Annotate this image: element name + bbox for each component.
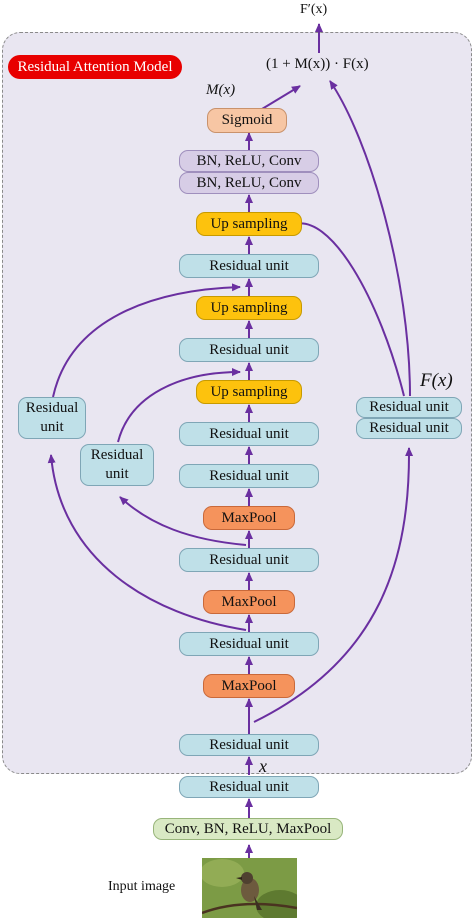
model-title-badge: Residual Attention Model [8,55,182,79]
residual-unit-box-5: Residual unit [179,548,319,572]
arrow-res5-to-inner-skip [119,496,247,546]
arrow-trunk-to-up1 [291,218,405,397]
skip-inner-label: Residual unit [90,447,144,482]
maxpool-box-2: MaxPool [203,590,295,614]
bn-relu-conv-box-1: BN, ReLU, Conv [179,150,319,172]
arrow-outer-skip-to-res1 [52,283,241,398]
arrow-sigmoid-to-combine [261,85,301,110]
residual-unit-box-2: Residual unit [179,338,319,362]
input-image-label: Input image [108,879,176,894]
sigmoid-box: Sigmoid [207,108,287,133]
arrow-inner-skip-to-res2 [117,368,241,443]
pre-residual-unit: Residual unit [179,776,319,798]
residual-unit-box-4: Residual unit [179,464,319,488]
skip-residual-unit-inner: Residual unit [80,444,154,486]
bird-photo [202,858,297,918]
skip-residual-unit-outer: Residual unit [18,397,86,439]
upsampling-box-2: Up sampling [196,296,302,320]
mask-label: M(x) [206,82,236,98]
residual-unit-box-1: Residual unit [179,254,319,278]
upsampling-box-1: Up sampling [196,212,302,236]
input-image [202,858,297,918]
trunk-residual-unit-b: Residual unit [356,418,462,439]
trunk-label: F(x) [420,370,453,391]
residual-unit-box-3: Residual unit [179,422,319,446]
arrow-x-to-trunk [253,447,414,723]
arrow-res6-to-outer-skip [47,454,247,631]
skip-outer-label: Residual unit [25,400,79,435]
bn-relu-conv-box-2: BN, ReLU, Conv [179,172,319,194]
upsampling-box-3: Up sampling [196,380,302,404]
combine-label: (1 + M(x)) · F(x) [266,56,369,72]
input-residual-unit: Residual unit [179,734,319,756]
trunk-residual-unit-a: Residual unit [356,397,462,418]
residual-unit-box-6: Residual unit [179,632,319,656]
maxpool-box-1: MaxPool [203,506,295,530]
arrow-trunk-to-combine [329,80,411,397]
maxpool-box-3: MaxPool [203,674,295,698]
x-label: x [259,756,267,776]
stem-conv-box: Conv, BN, ReLU, MaxPool [153,818,343,840]
output-label: F′(x) [300,2,328,17]
